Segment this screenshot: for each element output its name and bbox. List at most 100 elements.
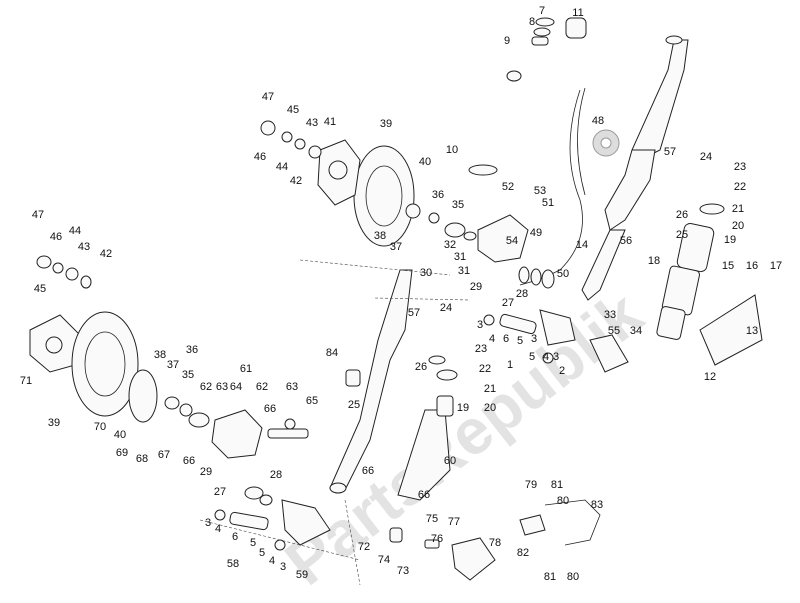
callout-70: 70 xyxy=(94,421,106,433)
callout-5: 5 xyxy=(259,547,265,559)
callout-19: 19 xyxy=(724,234,736,246)
callout-63: 63 xyxy=(216,381,228,393)
callout-13: 13 xyxy=(746,325,758,337)
callout-16: 16 xyxy=(746,260,758,272)
callout-12: 12 xyxy=(704,371,716,383)
callout-36: 36 xyxy=(186,344,198,356)
callout-62: 62 xyxy=(256,381,268,393)
callout-80: 80 xyxy=(557,495,569,507)
callout-17: 17 xyxy=(770,260,782,272)
callout-21: 21 xyxy=(732,203,744,215)
callout-52: 52 xyxy=(502,181,514,193)
callout-49: 49 xyxy=(530,227,542,239)
callout-31: 31 xyxy=(454,251,466,263)
callout-81: 81 xyxy=(544,571,556,583)
shock-absorber-right xyxy=(656,203,725,340)
callout-40: 40 xyxy=(114,429,126,441)
callout-58: 58 xyxy=(227,558,239,570)
callout-15: 15 xyxy=(722,260,734,272)
callout-38: 38 xyxy=(154,349,166,361)
bottom-right-parts xyxy=(389,499,601,581)
callout-2: 2 xyxy=(559,365,565,377)
callout-25: 25 xyxy=(348,399,360,411)
callout-72: 72 xyxy=(358,541,370,553)
callout-30: 30 xyxy=(420,267,432,279)
callout-66: 66 xyxy=(362,465,374,477)
callout-6: 6 xyxy=(232,531,238,543)
callout-67: 67 xyxy=(158,449,170,461)
callout-19: 19 xyxy=(457,402,469,414)
shock-absorber-center xyxy=(397,355,458,501)
callout-78: 78 xyxy=(489,537,501,549)
callout-44: 44 xyxy=(69,225,81,237)
callout-44: 44 xyxy=(276,161,288,173)
callout-23: 23 xyxy=(734,161,746,173)
callout-18: 18 xyxy=(648,255,660,267)
swing-arm-upper xyxy=(483,309,629,373)
callout-23: 23 xyxy=(475,343,487,355)
callout-47: 47 xyxy=(262,91,274,103)
callout-10: 10 xyxy=(446,144,458,156)
callout-28: 28 xyxy=(270,469,282,481)
callout-39: 39 xyxy=(380,118,392,130)
callout-82: 82 xyxy=(517,547,529,559)
callout-32: 32 xyxy=(444,239,456,251)
callout-43: 43 xyxy=(306,117,318,129)
callout-3: 3 xyxy=(205,517,211,529)
callout-27: 27 xyxy=(502,297,514,309)
callout-24: 24 xyxy=(440,302,452,314)
callout-68: 68 xyxy=(136,453,148,465)
callout-9: 9 xyxy=(504,35,510,47)
callout-28: 28 xyxy=(516,288,528,300)
callout-56: 56 xyxy=(620,235,632,247)
callout-38: 38 xyxy=(374,230,386,242)
callout-40: 40 xyxy=(419,156,431,168)
mid-bushings xyxy=(518,266,555,289)
callout-45: 45 xyxy=(287,104,299,116)
callout-1: 1 xyxy=(507,359,513,371)
callout-33: 33 xyxy=(604,309,616,321)
callout-76: 76 xyxy=(431,533,443,545)
callout-7: 7 xyxy=(539,5,545,17)
callout-81: 81 xyxy=(551,479,563,491)
callout-4: 4 xyxy=(269,555,275,567)
callout-26: 26 xyxy=(676,209,688,221)
callout-21: 21 xyxy=(484,383,496,395)
callout-53: 53 xyxy=(534,185,546,197)
callout-42: 42 xyxy=(100,248,112,260)
brake-caliper-lower xyxy=(164,396,309,459)
callout-51: 51 xyxy=(542,197,554,209)
callout-22: 22 xyxy=(479,363,491,375)
brake-disc-lower xyxy=(29,255,158,423)
callout-64: 64 xyxy=(230,381,242,393)
fork-leg-center xyxy=(329,269,413,494)
callout-4: 4 xyxy=(489,333,495,345)
brake-disc-upper xyxy=(260,120,415,247)
brake-caliper-upper xyxy=(405,203,529,263)
callout-50: 50 xyxy=(557,268,569,280)
callout-35: 35 xyxy=(182,369,194,381)
callout-35: 35 xyxy=(452,199,464,211)
callout-57: 57 xyxy=(664,146,676,158)
callout-37: 37 xyxy=(167,359,179,371)
callout-46: 46 xyxy=(50,231,62,243)
callout-71: 71 xyxy=(20,375,32,387)
callout-63: 63 xyxy=(286,381,298,393)
callout-11: 11 xyxy=(572,7,583,19)
callout-75: 75 xyxy=(426,513,438,525)
callout-74: 74 xyxy=(378,554,390,566)
callout-27: 27 xyxy=(214,486,226,498)
callout-55: 55 xyxy=(608,325,620,337)
callout-45: 45 xyxy=(34,283,46,295)
swing-arm-lower xyxy=(214,486,331,551)
callout-37: 37 xyxy=(390,241,402,253)
callout-8: 8 xyxy=(529,16,535,28)
callout-3: 3 xyxy=(280,561,286,573)
callout-62: 62 xyxy=(200,381,212,393)
callout-60: 60 xyxy=(444,455,456,467)
steering-column xyxy=(519,35,689,301)
callout-48: 48 xyxy=(592,115,604,127)
callout-22: 22 xyxy=(734,181,746,193)
callout-26: 26 xyxy=(415,361,427,373)
callout-20: 20 xyxy=(732,220,744,232)
